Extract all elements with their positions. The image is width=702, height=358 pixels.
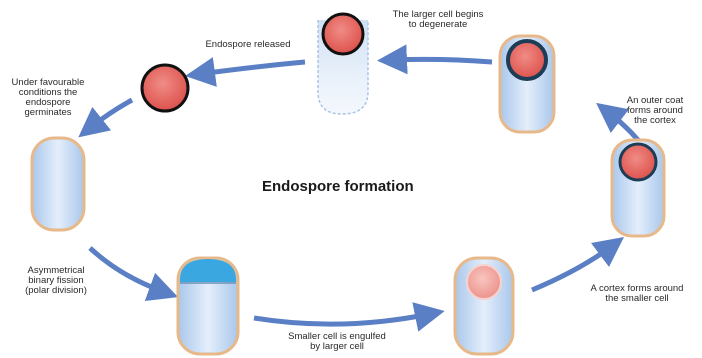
label-released: Endospore released [188,40,308,50]
mature-spore [323,14,363,54]
label-engulfed: Smaller cell is engulfed by larger cell [262,332,412,352]
coated-cell [500,36,554,132]
cortex-cell [612,140,664,236]
arrow-fission [90,248,164,292]
vegetative-cell [32,138,84,230]
engulfed-cell [455,258,513,354]
released-endospore [142,65,188,111]
label-degenerate: The larger cell begins to degenerate [378,10,498,30]
arrow-germinate [90,100,132,128]
degenerating-cell [318,14,368,114]
diagram-title: Endospore formation [262,178,462,195]
coated-spore [508,41,546,79]
arrow-engulf [254,314,430,324]
label-outer-coat: An outer coat forms around the cortex [612,96,698,126]
forespore-pink [467,265,501,299]
label-fission: Asymmetrical binary fission (polar divis… [14,266,98,296]
label-germinates: Under favourable conditions the endospor… [4,78,92,118]
arrow-degenerate [392,59,492,62]
cortex-spore [620,144,656,180]
dividing-cell [178,258,238,354]
label-cortex: A cortex forms around the smaller cell [574,284,700,304]
arrow-release [200,62,305,74]
